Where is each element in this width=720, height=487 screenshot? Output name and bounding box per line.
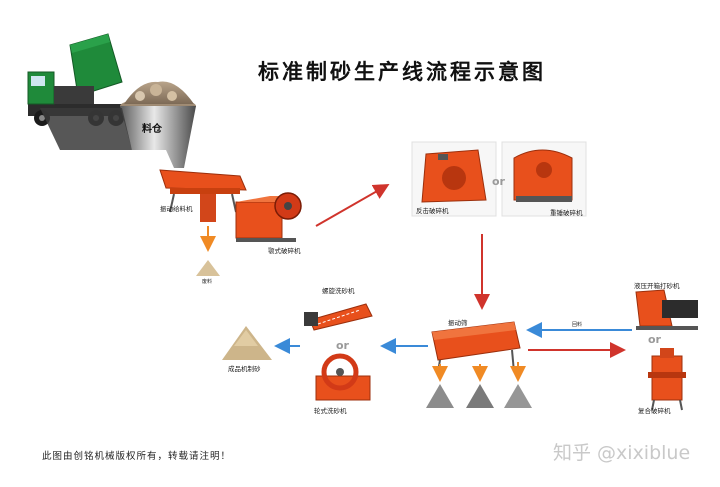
copyright-notice: 此图由创铭机械版权所有，转载请注明！: [42, 451, 232, 462]
finished-sand-label: 成品机制砂: [228, 365, 261, 373]
wheel-washer-icon: [315, 353, 371, 401]
flow-arrows: [200, 184, 632, 382]
gravel-piles-icon: [426, 384, 532, 408]
vibrating-screen-icon: [431, 321, 521, 373]
jaw-crusher-icon: [235, 192, 302, 242]
waste-pile-icon: [196, 260, 220, 276]
finished-sand-pile-icon: [222, 326, 272, 360]
hammer-crusher-label: 重锤破碎机: [550, 209, 583, 217]
or-label-crusher: or: [492, 175, 505, 188]
return-material-label: 回料: [572, 322, 583, 328]
hammer-crusher-icon: [501, 141, 587, 217]
vibrating-feeder-label: 振动给料机: [160, 205, 193, 213]
jaw-crusher-label: 颚式破碎机: [268, 247, 301, 255]
watermark: 知乎 @xixiblue: [553, 442, 691, 464]
compound-crusher-label: 复合破碎机: [638, 407, 671, 415]
hydraulic-crusher-icon: [635, 289, 698, 330]
diagram-title: 标准制砂生产线流程示意图: [258, 60, 546, 84]
compound-crusher-icon: [648, 348, 686, 411]
spiral-washer-icon: [304, 303, 373, 331]
silo-icon: [40, 81, 196, 168]
wheel-washer-label: 轮式洗砂机: [314, 407, 347, 415]
or-label-washer: or: [336, 339, 349, 352]
hydraulic-crusher-label: 液压开箱打砂机: [634, 282, 680, 290]
vibrating-feeder-icon: [159, 169, 247, 222]
impact-crusher-label: 反击破碎机: [416, 207, 449, 215]
vibrating-screen-label: 振动筛: [448, 319, 468, 327]
or-label-crusher-right: or: [648, 333, 661, 346]
spiral-washer-label: 螺旋洗砂机: [322, 287, 355, 295]
silo-label: 料仓: [142, 124, 162, 135]
waste-label: 废料: [202, 279, 213, 285]
impact-crusher-icon: [411, 141, 497, 217]
